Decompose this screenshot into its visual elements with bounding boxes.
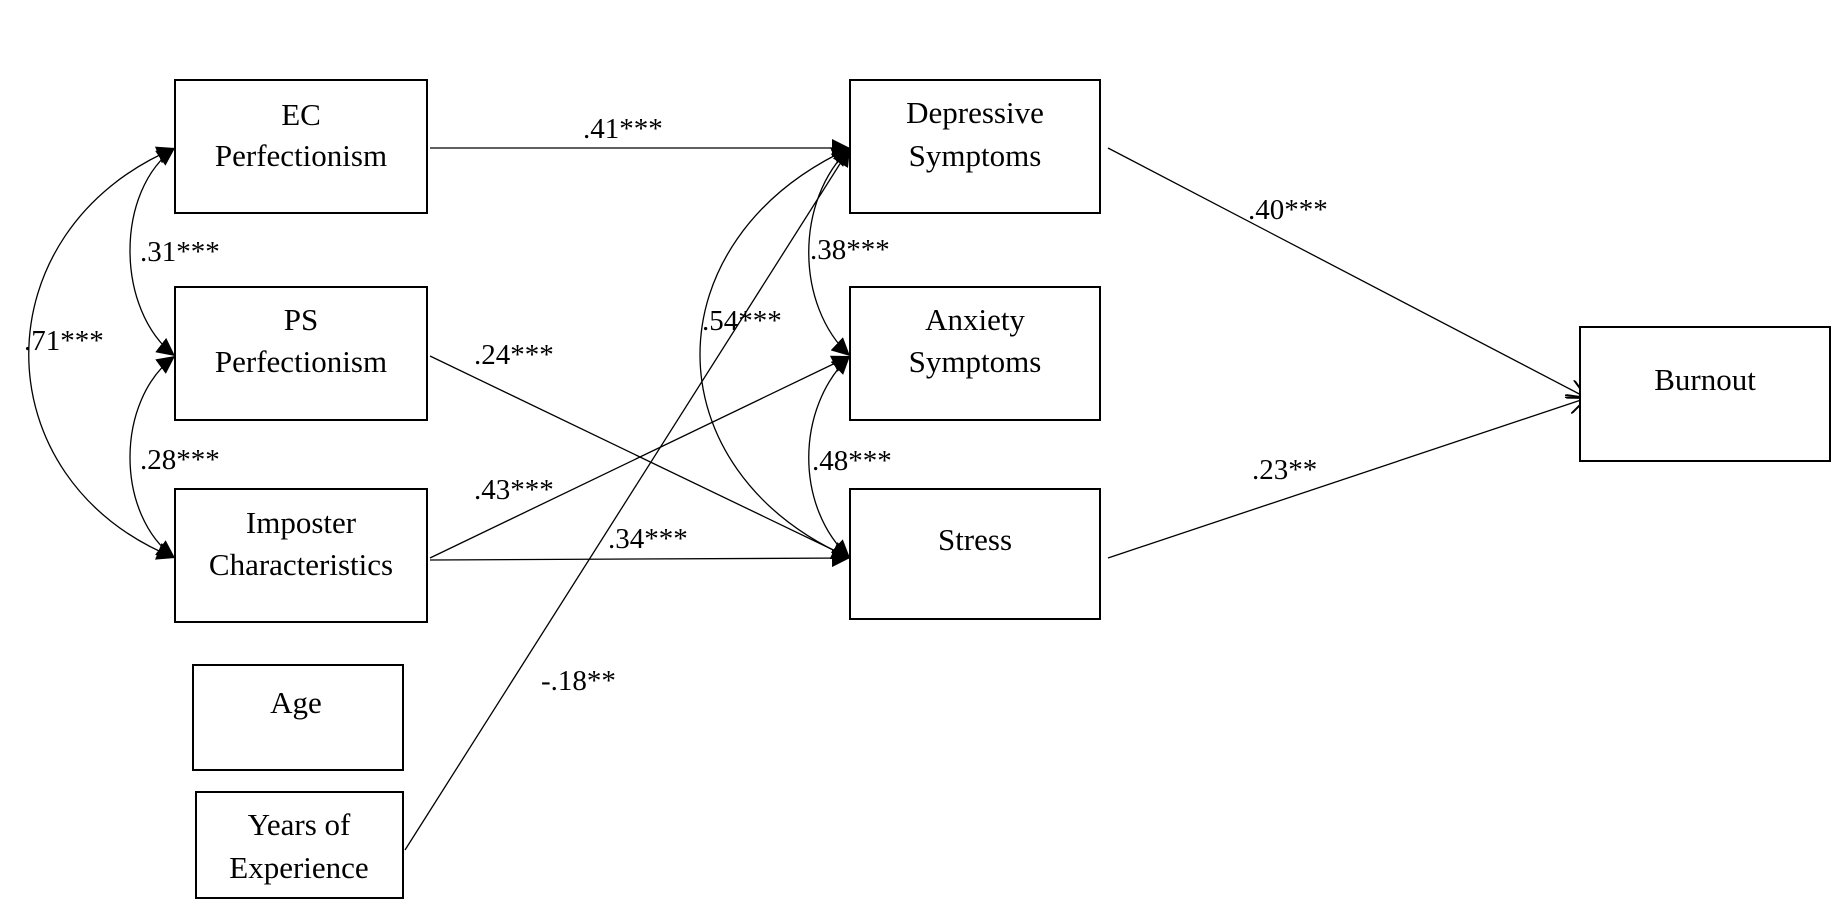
node-depressive-line-2: Symptoms: [909, 138, 1042, 173]
node-anxiety-line-2: Symptoms: [909, 344, 1042, 379]
path-experience-to-depressive: [404, 147, 851, 851]
correlation-depressive-stress: [699, 147, 851, 559]
node-imposter-line-1: Imposter: [246, 505, 357, 540]
path-stress-to-burnout: [1107, 398, 1587, 559]
node-years-of-experience: Years of Experience: [195, 791, 404, 899]
coef-imposter-anxiety: .43***: [474, 474, 554, 506]
path-imposter-to-anxiety: [429, 355, 851, 559]
node-depressive-line-1: Depressive: [906, 95, 1044, 130]
node-imposter-line-2: Characteristics: [209, 547, 393, 582]
coef-ps-stress: .24***: [474, 339, 554, 371]
corr-depressive-stress: .54***: [702, 305, 782, 337]
node-experience-line-1: Years of: [248, 807, 351, 842]
coef-depressive-burnout: .40***: [1248, 194, 1328, 226]
corr-ec-imposter: .71***: [24, 325, 104, 357]
corr-depressive-anxiety: .38***: [810, 234, 890, 266]
coef-experience-depressive: -.18**: [541, 665, 616, 697]
node-depressive-symptoms: Depressive Symptoms: [849, 79, 1101, 214]
node-stress-label: Stress: [938, 522, 1012, 557]
correlation-ec-imposter: [28, 146, 176, 560]
corr-anxiety-stress: .48***: [812, 445, 892, 477]
node-ec-line-2: Perfectionism: [215, 138, 387, 173]
node-age-label: Age: [270, 685, 322, 720]
node-anxiety-line-1: Anxiety: [925, 302, 1025, 337]
node-ec-line-1: EC: [281, 97, 321, 132]
node-burnout: Burnout: [1579, 326, 1831, 462]
path-imposter-to-stress: [429, 549, 851, 568]
node-stress: Stress: [849, 488, 1101, 620]
node-imposter-characteristics: Imposter Characteristics: [174, 488, 428, 623]
node-anxiety-symptoms: Anxiety Symptoms: [849, 286, 1101, 421]
node-age: Age: [192, 664, 404, 771]
node-ps-line-2: Perfectionism: [215, 344, 387, 379]
node-ec-perfectionism: EC Perfectionism: [174, 79, 428, 214]
node-ps-line-1: PS: [284, 302, 318, 337]
path-depressive-to-burnout: [1107, 147, 1587, 398]
node-experience-line-2: Experience: [229, 850, 368, 885]
coef-imposter-stress: .34***: [608, 523, 688, 555]
coef-stress-burnout: .23**: [1252, 454, 1317, 486]
corr-ps-imposter: .28***: [140, 444, 220, 476]
node-ps-perfectionism: PS Perfectionism: [174, 286, 428, 421]
coef-ec-depressive: .41***: [583, 113, 663, 145]
node-burnout-label: Burnout: [1654, 362, 1756, 397]
corr-ec-ps: .31***: [140, 236, 220, 268]
